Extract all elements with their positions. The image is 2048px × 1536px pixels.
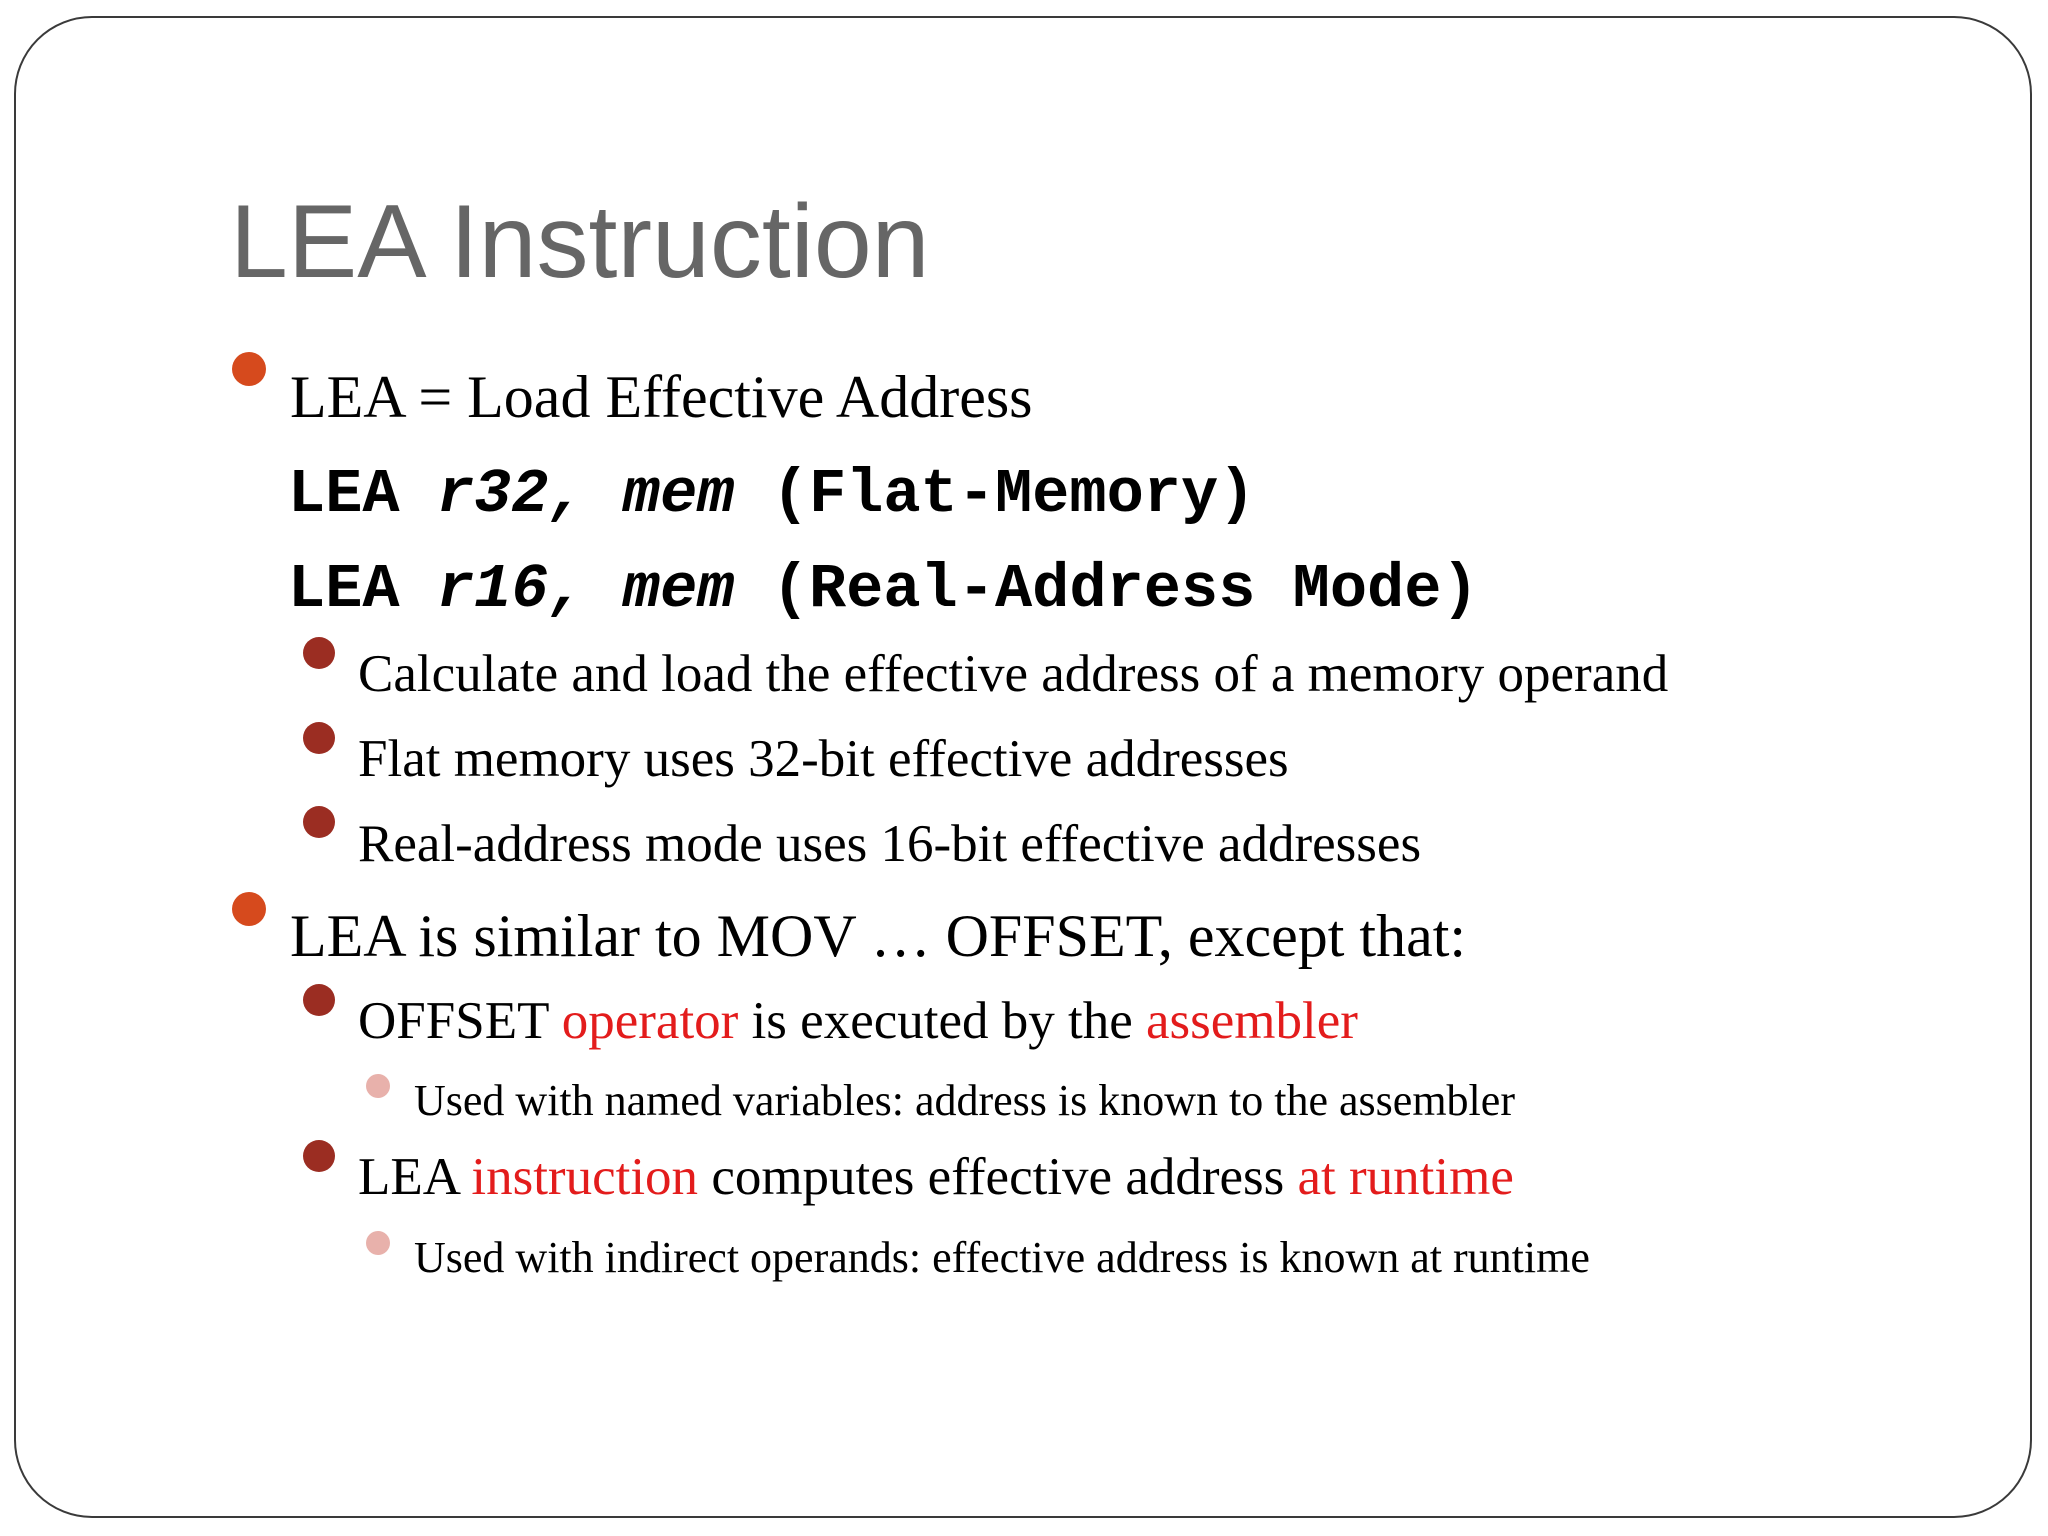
sub-bullet-offset: OFFSET operator is executed by the assem… xyxy=(358,995,1358,1048)
syntax-op: LEA xyxy=(288,554,400,625)
bullet-level2-icon xyxy=(303,1140,335,1172)
lea-runtime-highlight: at runtime xyxy=(1297,1148,1514,1206)
syntax-op: LEA xyxy=(288,459,400,530)
lea-text-2: computes effective address xyxy=(698,1148,1298,1206)
detail-indirect-operands: Used with indirect operands: effective a… xyxy=(414,1233,1590,1282)
lea-instruction-highlight: instruction xyxy=(471,1148,699,1206)
sub-bullet-lea-runtime: LEA instruction computes effective addre… xyxy=(358,1151,1514,1204)
slide: LEA Instruction LEA = Load Effective Add… xyxy=(14,16,2032,1518)
offset-text-1: OFFSET xyxy=(358,992,562,1050)
bullet-level2-icon xyxy=(303,806,335,838)
syntax-reg: r16, xyxy=(436,554,586,625)
sub-bullet-flat-memory: Flat memory uses 32-bit effective addres… xyxy=(358,730,1289,788)
bullet-level3-icon xyxy=(366,1231,390,1255)
bullet-lea-similar: LEA is similar to MOV … OFFSET, except t… xyxy=(290,903,1467,969)
syntax-line-real: LEA r16, mem (Real-Address Mode) xyxy=(288,559,1479,621)
syntax-note: (Flat-Memory) xyxy=(771,459,1256,530)
offset-operator-highlight: operator xyxy=(561,992,739,1050)
syntax-reg: r32, xyxy=(436,459,586,530)
offset-text-2: is executed by the xyxy=(738,992,1146,1050)
syntax-line-flat: LEA r32, mem (Flat-Memory) xyxy=(288,464,1255,526)
sub-bullet-real-address: Real-address mode uses 16-bit effective … xyxy=(358,815,1422,873)
bullet-level1-icon xyxy=(232,352,266,386)
bullet-level3-icon xyxy=(366,1074,390,1098)
bullet-level2-icon xyxy=(303,984,335,1016)
bullet-level1-icon xyxy=(232,892,266,926)
syntax-mem: mem xyxy=(622,459,735,530)
bullet-level2-icon xyxy=(303,722,335,754)
detail-named-variables: Used with named variables: address is kn… xyxy=(414,1076,1515,1125)
syntax-mem: mem xyxy=(622,554,735,625)
slide-title: LEA Instruction xyxy=(230,184,930,300)
sub-bullet-calculate: Calculate and load the effective address… xyxy=(358,645,1669,703)
offset-assembler-highlight: assembler xyxy=(1146,992,1358,1050)
bullet-lea-definition: LEA = Load Effective Address xyxy=(290,364,1033,430)
bullet-level2-icon xyxy=(303,637,335,669)
syntax-note: (Real-Address Mode) xyxy=(771,554,1479,625)
lea-text-1: LEA xyxy=(358,1148,472,1206)
